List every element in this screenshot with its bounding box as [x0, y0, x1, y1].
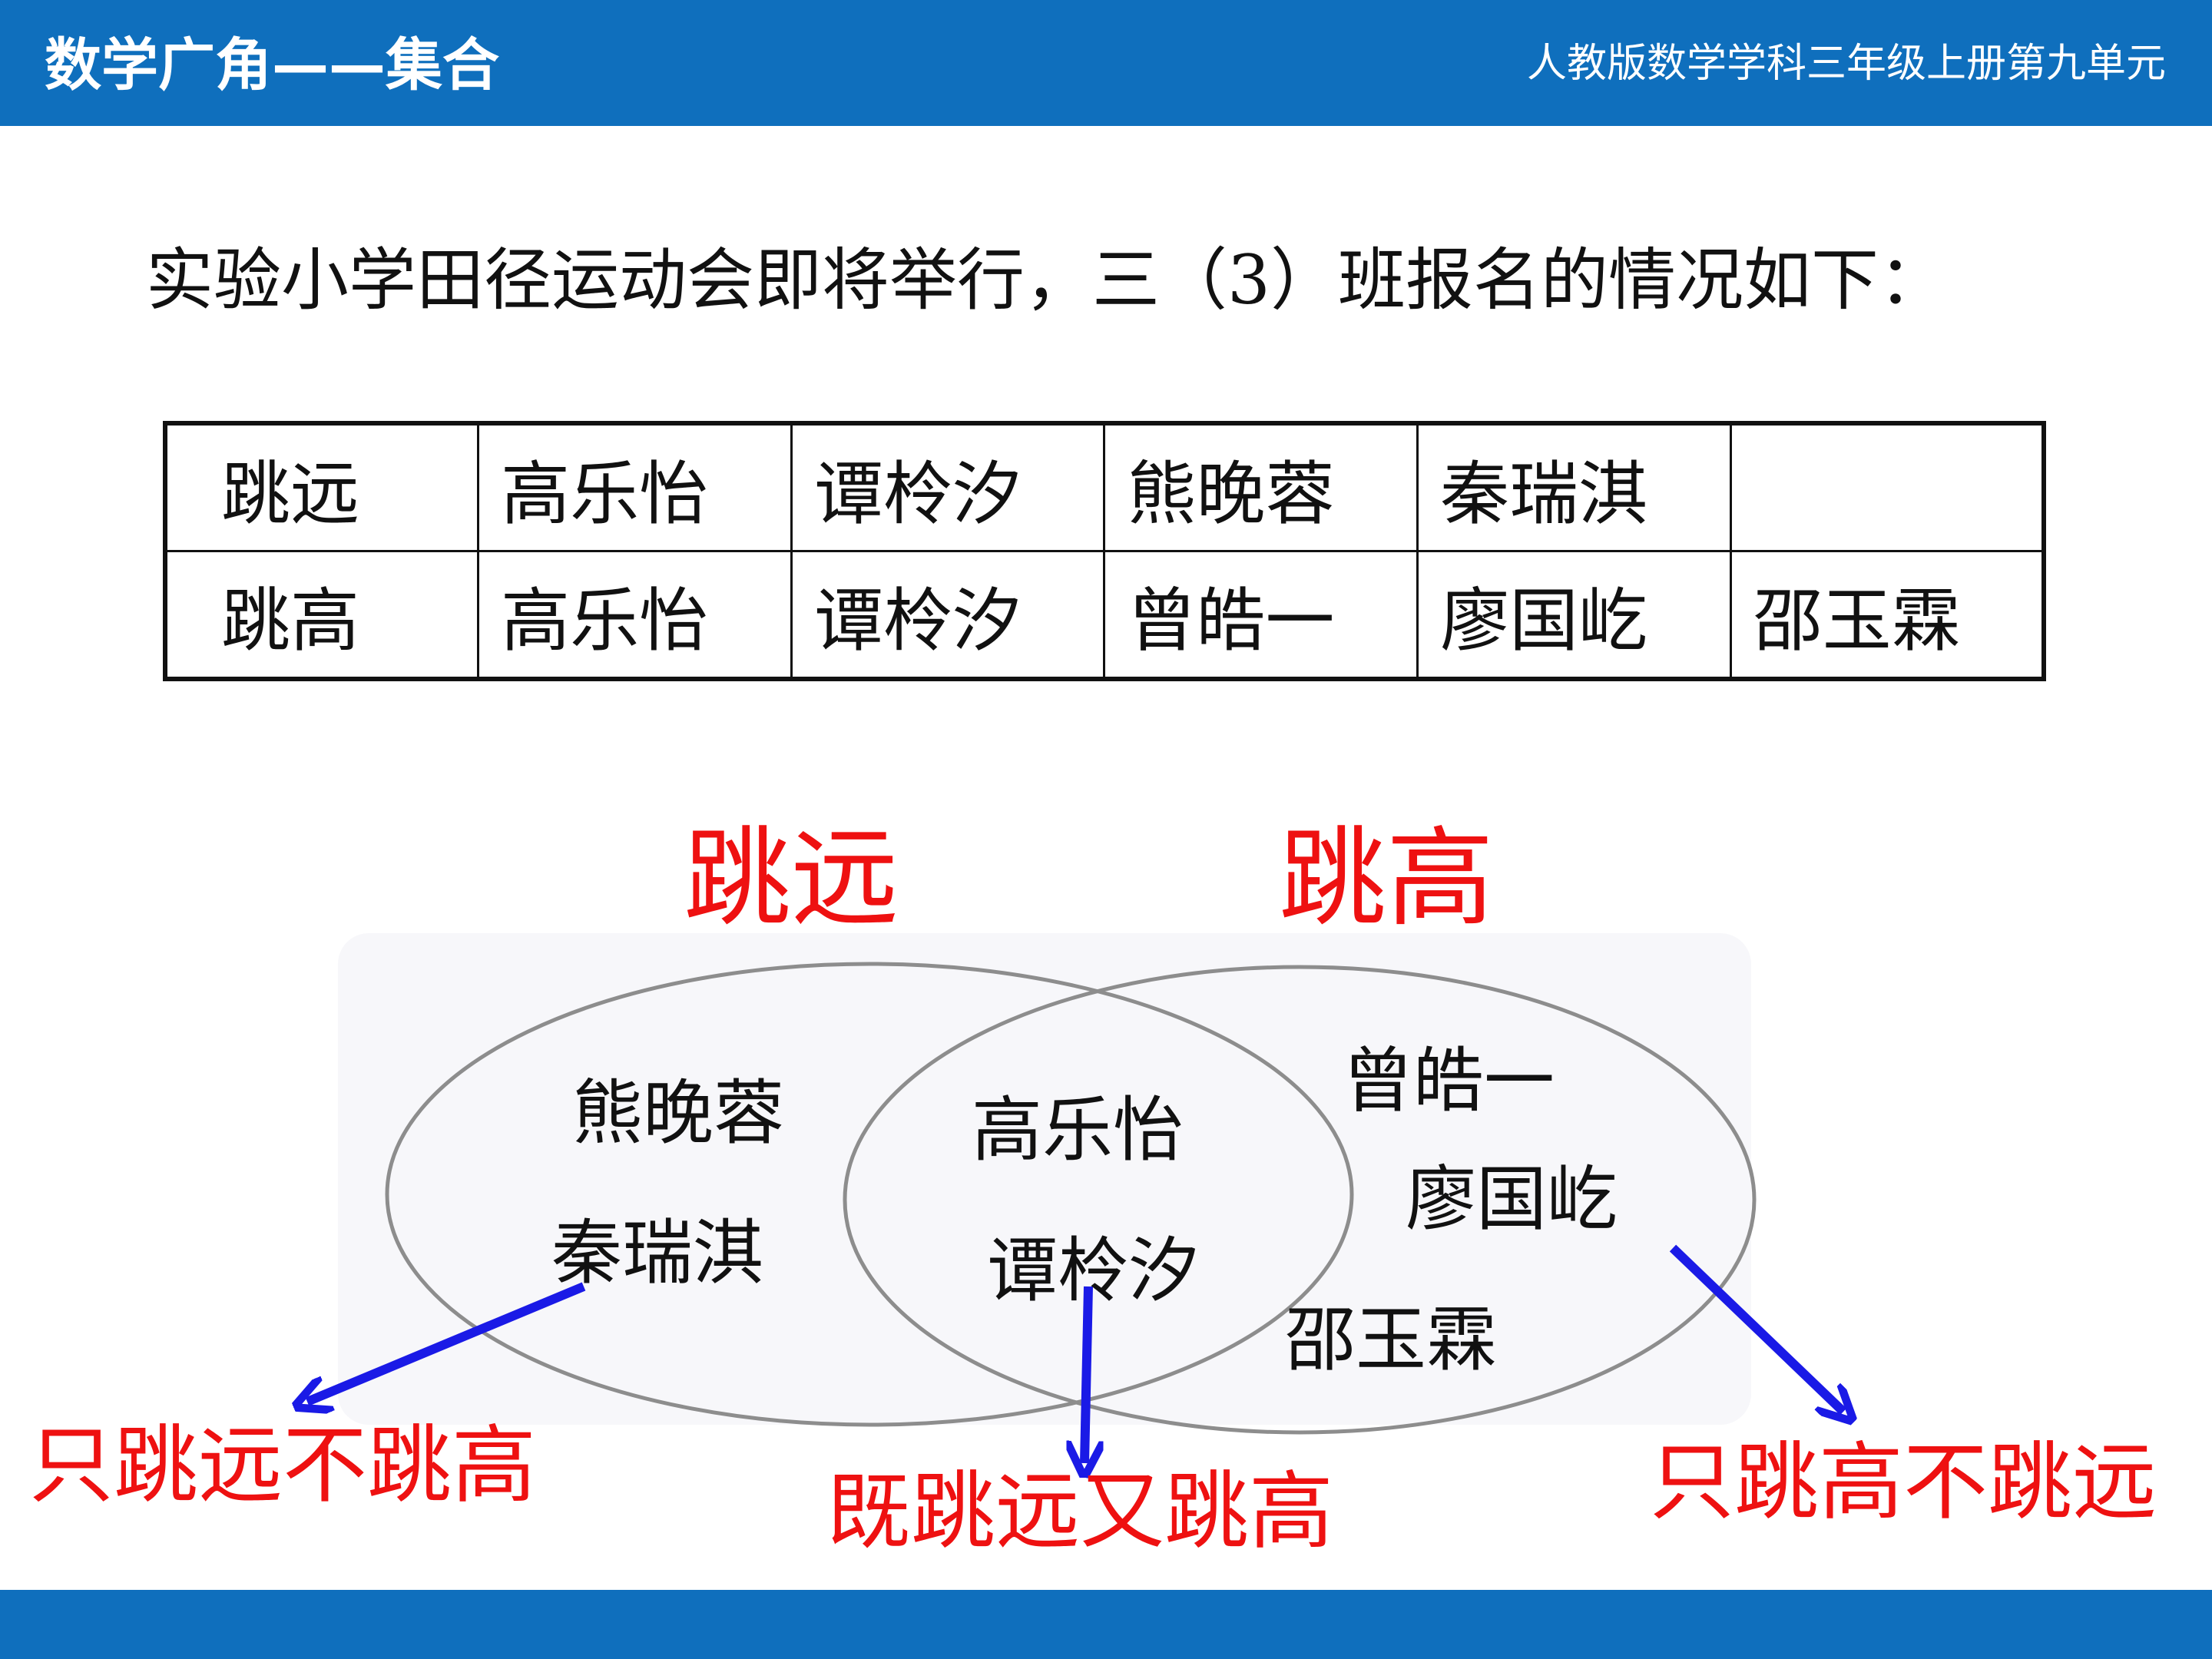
table-cell: 廖国屹 — [1416, 550, 1732, 680]
arrow-both — [1084, 1286, 1088, 1463]
signup-table: 跳远 高乐怡 谭柃汐 熊晚蓉 秦瑞淇 跳高 高乐怡 谭柃汐 曾皓一 廖国屹 邵玉… — [163, 421, 2046, 681]
table-row: 跳远 高乐怡 谭柃汐 熊晚蓉 秦瑞淇 — [164, 422, 2045, 552]
table-cell: 谭柃汐 — [790, 422, 1106, 552]
table-cell: 高乐怡 — [477, 422, 793, 552]
venn-left-ellipse — [385, 962, 1354, 1427]
venn-member-left-only: 熊晚蓉 — [572, 1072, 785, 1154]
caption-left-only: 只跳远不跳高 — [29, 1416, 536, 1515]
table-cell: 曾皓一 — [1103, 550, 1419, 680]
venn-member-both: 高乐怡 — [972, 1089, 1184, 1171]
venn-member-right-only: 邵玉霖 — [1285, 1299, 1498, 1381]
table-cell: 高乐怡 — [477, 550, 793, 680]
table-cell: 跳高 — [164, 550, 480, 680]
table-row: 跳高 高乐怡 谭柃汐 曾皓一 廖国屹 邵玉霖 — [164, 550, 2045, 680]
venn-label-long-jump: 跳远 — [684, 816, 899, 942]
table-cell: 熊晚蓉 — [1103, 422, 1419, 552]
venn-label-high-jump: 跳高 — [1279, 816, 1495, 942]
table-cell: 跳远 — [164, 422, 480, 552]
table-cell: 谭柃汐 — [790, 550, 1106, 680]
venn-member-both: 谭柃汐 — [987, 1230, 1200, 1312]
course-subtitle: 人教版数学学科三年级上册第九单元 — [1526, 41, 2166, 87]
venn-background — [338, 933, 1751, 1425]
caption-right-only: 只跳高不跳远 — [1650, 1433, 2157, 1532]
caption-both: 既跳远又跳高 — [826, 1462, 1333, 1561]
venn-member-right-only: 曾皓一 — [1343, 1040, 1555, 1122]
arrow-right-only — [1669, 1244, 1843, 1412]
lesson-title: 数学广角——集合 — [45, 32, 499, 98]
venn-member-left-only: 秦瑞淇 — [551, 1212, 764, 1294]
venn-right-ellipse — [843, 965, 1757, 1435]
intro-text: 实验小学田径运动会即将举行，三（3）班报名的情况如下： — [146, 240, 1946, 320]
table-cell: 秦瑞淇 — [1416, 422, 1732, 552]
venn-member-right-only: 廖国屹 — [1406, 1158, 1618, 1240]
footer-bar — [0, 1590, 2212, 1659]
table-cell: 邵玉霖 — [1729, 550, 2045, 680]
arrow-left-only — [307, 1282, 586, 1402]
header-bar: 数学广角——集合 人教版数学学科三年级上册第九单元 — [0, 0, 2212, 126]
table-cell — [1729, 422, 2045, 552]
